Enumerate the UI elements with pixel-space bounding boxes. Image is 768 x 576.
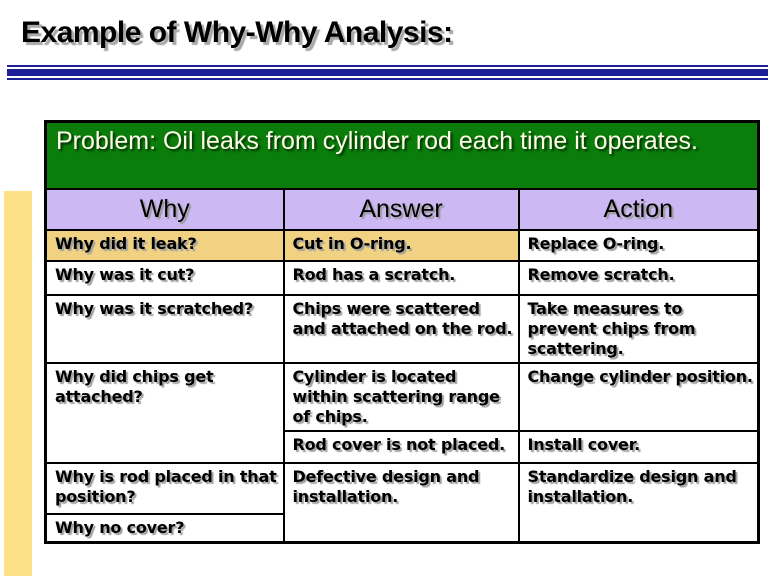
why-cell-7: Why no cover? xyxy=(44,512,285,544)
action-cell-6: Standardize design and installation. xyxy=(517,461,760,544)
answer-cell-3: Chips were scattered and attached on the… xyxy=(282,293,520,364)
table-row: Why did it leak? Cut in O-ring. Replace … xyxy=(44,228,760,262)
action-cell-1: Replace O-ring. xyxy=(517,228,760,262)
title-divider-rule xyxy=(7,65,768,80)
answer-cell-5: Rod cover is not placed. xyxy=(282,429,520,464)
answer-cell-6: Defective design and installation. xyxy=(282,461,520,544)
table-row: Rod cover is not placed. Install cover. xyxy=(46,429,760,464)
column-header-action: Action xyxy=(517,187,760,231)
table-row: Why is rod placed in that position? Defe… xyxy=(44,461,760,544)
why-cell-6: Why is rod placed in that position? xyxy=(44,461,285,515)
action-cell-3: Take measures to prevent chips from scat… xyxy=(517,293,760,364)
problem-banner: Problem: Oil leaks from cylinder rod eac… xyxy=(44,120,760,190)
action-cell-2: Remove scratch. xyxy=(517,259,760,296)
table-row: Why was it cut? Rod has a scratch. Remov… xyxy=(44,259,760,296)
why-cell-1: Why did it leak? xyxy=(44,228,285,262)
why-cell-4: Why did chips get attached? xyxy=(44,361,285,464)
column-header-why: Why xyxy=(44,187,285,231)
answer-cell-4: Cylinder is located within scattering ra… xyxy=(282,361,520,432)
column-header-answer: Answer xyxy=(282,187,520,231)
left-accent-bar xyxy=(4,191,32,576)
why-cell-2: Why was it cut? xyxy=(44,259,285,296)
answer-cell-2: Rod has a scratch. xyxy=(282,259,520,296)
action-cell-4: Change cylinder position. xyxy=(517,361,760,432)
why-why-analysis-table: Problem: Oil leaks from cylinder rod eac… xyxy=(44,120,761,544)
action-cell-5: Install cover. xyxy=(517,429,760,464)
why-cell-3: Why was it scratched? xyxy=(44,293,285,364)
problem-row: Problem: Oil leaks from cylinder rod eac… xyxy=(44,120,760,190)
page-title: Example of Why-Why Analysis: xyxy=(21,16,453,49)
table-row: Why no cover? xyxy=(44,512,759,544)
table-row: Why was it scratched? Chips were scatter… xyxy=(44,293,760,364)
answer-cell-1: Cut in O-ring. xyxy=(282,228,520,262)
table-row: Why did chips get attached? Cylinder is … xyxy=(44,361,760,464)
column-header-row: Why Answer Action xyxy=(44,187,760,231)
